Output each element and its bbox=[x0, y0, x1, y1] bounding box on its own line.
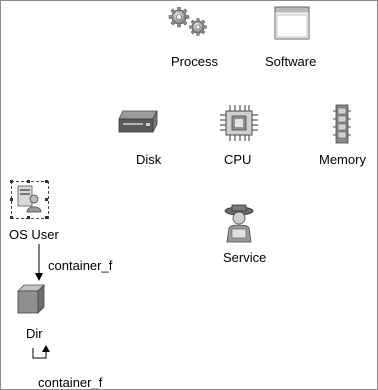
node-label-service: Service bbox=[223, 250, 267, 265]
node-label-process: Process bbox=[171, 54, 218, 69]
selection-handle[interactable] bbox=[45, 180, 48, 183]
window-icon bbox=[274, 6, 310, 40]
edge-os-user-to-dir[interactable] bbox=[31, 244, 47, 284]
selection-handle[interactable] bbox=[10, 198, 13, 201]
edge-label-dir-self: container_f bbox=[38, 375, 103, 390]
node-label-dir: Dir bbox=[26, 326, 43, 341]
edge-dir-self-loop[interactable] bbox=[29, 344, 51, 362]
gears-icon bbox=[168, 7, 207, 36]
cpu-chip-icon bbox=[220, 105, 258, 141]
os-user-icon bbox=[17, 185, 42, 213]
service-icon bbox=[224, 204, 254, 243]
node-label-software: Software bbox=[265, 54, 317, 69]
selection-handle[interactable] bbox=[45, 198, 48, 201]
disk-drive-icon bbox=[118, 110, 158, 133]
selection-handle[interactable] bbox=[10, 216, 13, 219]
directory-cube-icon bbox=[17, 284, 45, 314]
selection-handle[interactable] bbox=[10, 180, 13, 183]
node-label-memory: Memory bbox=[319, 152, 366, 167]
node-label-cpu: CPU bbox=[224, 152, 252, 167]
selection-handle[interactable] bbox=[45, 216, 48, 219]
memory-module-icon bbox=[333, 104, 351, 144]
selection-handle[interactable] bbox=[27, 216, 30, 219]
node-label-disk: Disk bbox=[136, 152, 162, 167]
edge-label-os-user-to-dir: container_f bbox=[48, 258, 113, 273]
selection-handle[interactable] bbox=[27, 180, 30, 183]
node-label-os-user: OS User bbox=[9, 227, 59, 242]
